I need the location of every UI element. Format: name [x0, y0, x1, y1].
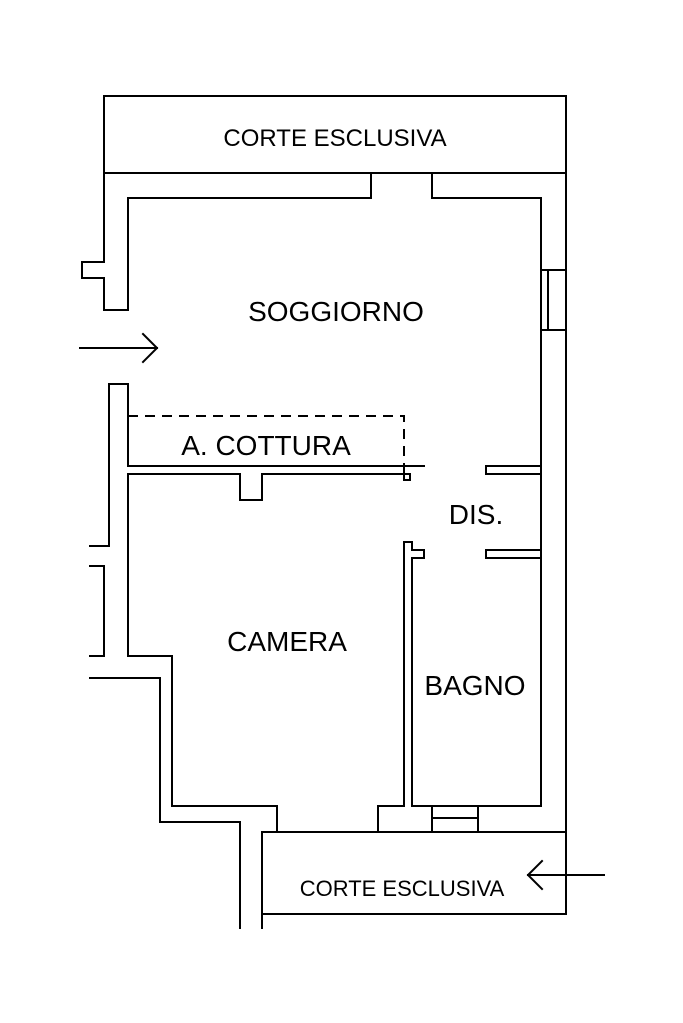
bagno-label: BAGNO — [424, 670, 525, 701]
entrance-arrow-icon — [526, 859, 605, 891]
outer-walls — [81, 172, 567, 929]
camera-label: CAMERA — [227, 626, 347, 657]
entrance-arrow-icon — [79, 332, 159, 364]
soggiorno-label: SOGGIORNO — [248, 296, 424, 327]
cottura-label: A. COTTURA — [181, 430, 351, 461]
corte-top-label: CORTE ESCLUSIVA — [223, 125, 446, 152]
corte-top: CORTE ESCLUSIVA — [103, 95, 567, 174]
corte-bottom: CORTE ESCLUSIVA — [261, 831, 567, 929]
kitchen-dashed-line — [128, 415, 405, 466]
corte-bottom-label: CORTE ESCLUSIVA — [300, 876, 505, 901]
dis-label: DIS. — [449, 499, 503, 530]
